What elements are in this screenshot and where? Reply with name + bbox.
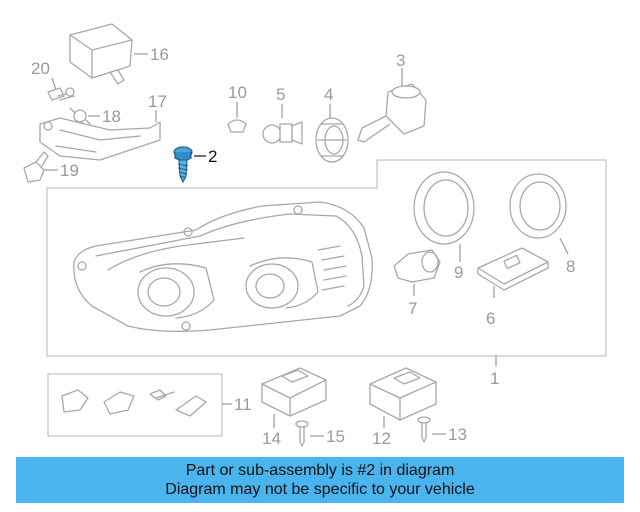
part-18-fastener[interactable] [69, 107, 100, 125]
part-17-bracket[interactable] [39, 110, 161, 161]
callout-19[interactable]: 19 [60, 161, 79, 180]
callout-18[interactable]: 18 [102, 107, 121, 126]
part-11-bracket-kit[interactable] [47, 373, 232, 437]
banner-line-1: Part or sub-assembly is #2 in diagram [185, 462, 455, 479]
part-8-cap[interactable] [509, 173, 569, 255]
callout-12[interactable]: 12 [372, 429, 391, 448]
callout-4[interactable]: 4 [324, 85, 333, 104]
part-10-grommet[interactable] [227, 102, 247, 133]
part-9-seal[interactable] [413, 171, 475, 262]
info-banner: Part or sub-assembly is #2 in diagram Di… [16, 457, 624, 503]
callout-13[interactable]: 13 [448, 425, 467, 444]
callout-9[interactable]: 9 [454, 263, 463, 282]
callout-3[interactable]: 3 [396, 51, 405, 70]
part-4-adjuster[interactable] [315, 104, 349, 163]
part-5-bulb[interactable] [262, 104, 303, 145]
headlamp-housing [73, 201, 373, 332]
callout-1[interactable]: 1 [490, 369, 499, 388]
callout-15[interactable]: 15 [326, 427, 345, 446]
headlamp-assembly-box [46, 159, 607, 357]
callout-16[interactable]: 16 [150, 45, 169, 64]
part-20-bolt[interactable] [47, 77, 75, 101]
part-7-socket[interactable] [393, 249, 441, 296]
callout-6[interactable]: 6 [486, 309, 495, 328]
callout-14[interactable]: 14 [262, 429, 281, 448]
callout-7[interactable]: 7 [408, 299, 417, 318]
part-13-screw[interactable] [417, 416, 446, 443]
part-16-control-unit[interactable] [69, 23, 148, 85]
part-2-screw[interactable] [173, 146, 206, 184]
part-15-screw[interactable] [295, 420, 324, 447]
callout-10[interactable]: 10 [228, 83, 247, 102]
callout-2[interactable]: 2 [208, 147, 217, 166]
part-12-control-module[interactable] [369, 367, 437, 428]
callout-17[interactable]: 17 [148, 92, 167, 111]
part-3-xenon-bulb[interactable] [357, 68, 427, 143]
callout-8[interactable]: 8 [566, 257, 575, 276]
part-19-clip[interactable] [23, 151, 58, 183]
callout-11[interactable]: 11 [234, 395, 252, 414]
part-14-ballast[interactable] [261, 367, 327, 428]
part-6-led-module[interactable] [477, 247, 549, 298]
callout-20[interactable]: 20 [31, 59, 50, 78]
callout-5[interactable]: 5 [276, 85, 285, 104]
banner-line-2: Diagram may not be specific to your vehi… [165, 481, 475, 498]
